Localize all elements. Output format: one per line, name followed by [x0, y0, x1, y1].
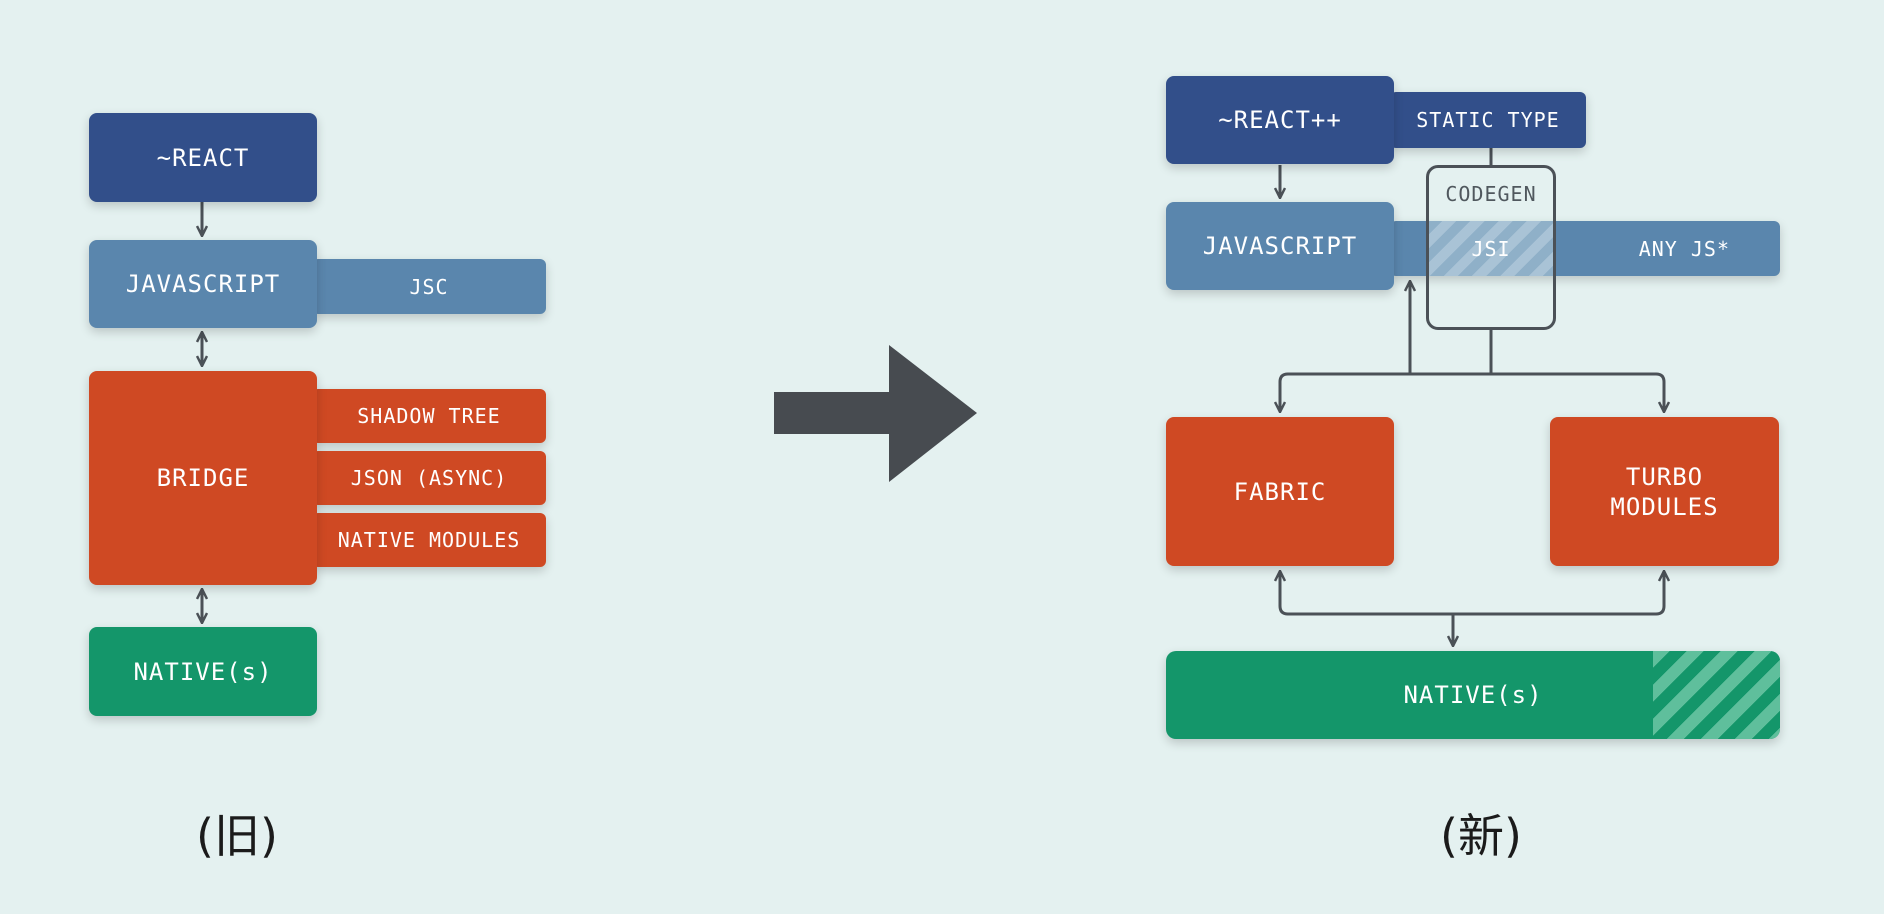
react-label-new: ~REACT++	[1218, 106, 1342, 134]
react-box-new: ~REACT++	[1166, 76, 1394, 164]
turbo-modules-box: TURBO MODULES	[1550, 417, 1779, 566]
native-label-new: NATIVE(s)	[1403, 681, 1543, 709]
branch-to-fabric	[1280, 372, 1491, 412]
caption-old: (旧)	[196, 809, 278, 863]
native-modules-box: NATIVE MODULES	[312, 513, 546, 567]
bridge-box: BRIDGE	[89, 371, 317, 585]
json-async-box: JSON (ASYNC)	[312, 451, 546, 505]
native-hatch-pattern	[1653, 651, 1780, 739]
jsc-box: JSC	[312, 259, 546, 314]
native-box-old: NATIVE(s)	[89, 627, 317, 716]
javascript-box-new: JAVASCRIPT	[1166, 202, 1394, 290]
codegen-label: CODEGEN	[1445, 182, 1537, 206]
branch-to-turbo	[1491, 372, 1664, 412]
turbo-modules-label-line2: MODULES	[1610, 492, 1719, 521]
any-js-label: ANY JS*	[1638, 236, 1730, 261]
static-type-box: STATIC TYPE	[1390, 92, 1586, 148]
jsc-label: JSC	[409, 274, 449, 299]
shadow-tree-label: SHADOW TREE	[357, 404, 501, 428]
fabric-label: FABRIC	[1233, 477, 1327, 506]
shadow-tree-box: SHADOW TREE	[312, 389, 546, 443]
native-modules-label: NATIVE MODULES	[337, 528, 521, 552]
transition-arrow	[774, 345, 977, 482]
jsi-label: JSI	[1471, 236, 1511, 261]
json-async-label: JSON (ASYNC)	[350, 466, 508, 490]
caption-new: (新)	[1440, 809, 1522, 863]
react-box-old: ~REACT	[89, 113, 317, 202]
react-label-old: ~REACT	[156, 143, 250, 172]
fabric-turbo-link	[1280, 571, 1664, 616]
native-label-old: NATIVE(s)	[133, 657, 273, 686]
fabric-box: FABRIC	[1166, 417, 1394, 566]
javascript-box-old: JAVASCRIPT	[89, 240, 317, 328]
javascript-label-new: JAVASCRIPT	[1202, 232, 1358, 260]
static-type-label: STATIC TYPE	[1416, 108, 1560, 132]
jsi-box: JSI	[1428, 221, 1554, 276]
codegen-box	[1426, 165, 1556, 330]
javascript-label-old: JAVASCRIPT	[125, 270, 281, 298]
turbo-modules-label-line1: TURBO	[1625, 462, 1704, 491]
bridge-label: BRIDGE	[156, 464, 250, 492]
native-box-new: NATIVE(s)	[1166, 651, 1780, 739]
